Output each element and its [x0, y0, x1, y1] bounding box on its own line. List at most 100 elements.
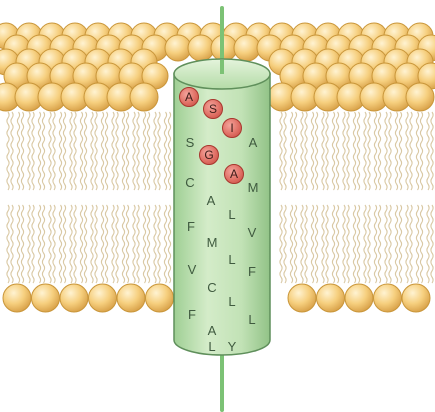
lipid-tail: [332, 112, 334, 190]
lipid-tail: [336, 205, 338, 283]
lipid-tail: [389, 112, 391, 190]
lipid-tail: [420, 205, 422, 283]
lipid-tail: [91, 205, 93, 283]
lipid-head: [32, 284, 60, 312]
lipid-tail: [154, 205, 156, 283]
lipid-tail: [368, 205, 370, 283]
lipid-tail: [406, 205, 408, 283]
lipid-head: [117, 284, 145, 312]
lipid-tail: [158, 112, 160, 190]
lipid-tail: [28, 205, 30, 283]
lipid-tail: [21, 112, 23, 190]
lipid-tail: [32, 112, 34, 190]
lipid-head: [374, 284, 402, 312]
lipid-tail: [164, 112, 166, 190]
lipid-tail: [21, 205, 23, 283]
lipid-tail: [357, 112, 359, 190]
lipid-tail: [164, 205, 166, 283]
lipid-tail: [42, 205, 44, 283]
lipid-tail: [59, 205, 61, 283]
lipid-tail: [326, 205, 328, 283]
lipid-tail: [38, 112, 40, 190]
lipid-head: [406, 83, 434, 111]
lipid-head: [60, 284, 88, 312]
lipid-tail: [364, 205, 366, 283]
lipid-tail: [326, 112, 328, 190]
lipid-tail: [91, 112, 93, 190]
lipid-tail: [63, 112, 65, 190]
lipid-tail: [95, 112, 97, 190]
lipid-tail: [385, 112, 387, 190]
helix-body: [174, 74, 270, 355]
lipid-head: [89, 284, 117, 312]
lipid-tail: [105, 112, 107, 190]
lipid-tail: [431, 112, 433, 190]
lipid-tail: [133, 205, 135, 283]
lipid-tail: [343, 112, 345, 190]
lipid-tail: [28, 112, 30, 190]
lipid-tail: [284, 205, 286, 283]
lipid-tail: [137, 112, 139, 190]
lipid-tail: [137, 205, 139, 283]
lipid-tail: [431, 205, 433, 283]
lipid-tail: [410, 205, 412, 283]
lipid-tail: [301, 112, 303, 190]
lipid-tail: [280, 205, 282, 283]
lipid-tail: [353, 112, 355, 190]
lipid-tail: [112, 205, 114, 283]
lipid-tail: [284, 112, 286, 190]
lipid-tail: [399, 112, 401, 190]
lipid-tail: [17, 112, 19, 190]
lipid-tail: [168, 205, 170, 283]
lipid-tail: [420, 112, 422, 190]
lipid-tail: [84, 112, 86, 190]
lipid-tail: [17, 205, 19, 283]
lipid-tail: [7, 112, 9, 190]
lipid-tail: [347, 112, 349, 190]
lipid-tail: [343, 205, 345, 283]
lipid-tail: [374, 205, 376, 283]
lipid-tail: [389, 205, 391, 283]
lipid-tail: [399, 205, 401, 283]
lipid-tail: [74, 205, 76, 283]
lipid-tail: [101, 205, 103, 283]
lipid-tail: [32, 205, 34, 283]
lipid-head: [165, 35, 191, 61]
lipid-tail: [353, 205, 355, 283]
lipid-tail: [101, 112, 103, 190]
lipid-head: [3, 284, 31, 312]
lipid-tail: [368, 112, 370, 190]
lipid-tail: [294, 112, 296, 190]
lipid-tail: [74, 112, 76, 190]
lipid-tail: [347, 205, 349, 283]
lipid-tail: [378, 112, 380, 190]
lipid-tail: [378, 205, 380, 283]
lipid-head: [188, 35, 214, 61]
lipid-tail: [11, 205, 13, 283]
lipid-head: [234, 35, 260, 61]
lipid-head: [130, 83, 158, 111]
lipid-tail: [158, 205, 160, 283]
lipid-tail: [84, 205, 86, 283]
lipid-tail: [105, 205, 107, 283]
lipid-tail: [147, 112, 149, 190]
lipid-head: [402, 284, 430, 312]
lipid-head: [317, 284, 345, 312]
lipid-tail: [116, 205, 118, 283]
lipid-tail: [357, 205, 359, 283]
lipid-tail: [122, 112, 124, 190]
lipid-tail: [53, 112, 55, 190]
lipid-tail: [294, 205, 296, 283]
lipid-tail: [112, 112, 114, 190]
lipid-tail: [49, 112, 51, 190]
lipid-tail: [290, 205, 292, 283]
lipid-tail: [63, 205, 65, 283]
lipid-tail: [322, 112, 324, 190]
lipid-tail: [95, 205, 97, 283]
lipid-tail: [122, 205, 124, 283]
lipid-tail: [154, 112, 156, 190]
lipid-tail: [336, 112, 338, 190]
lipid-tail: [311, 112, 313, 190]
lipid-tail: [42, 112, 44, 190]
lipid-tail: [322, 205, 324, 283]
